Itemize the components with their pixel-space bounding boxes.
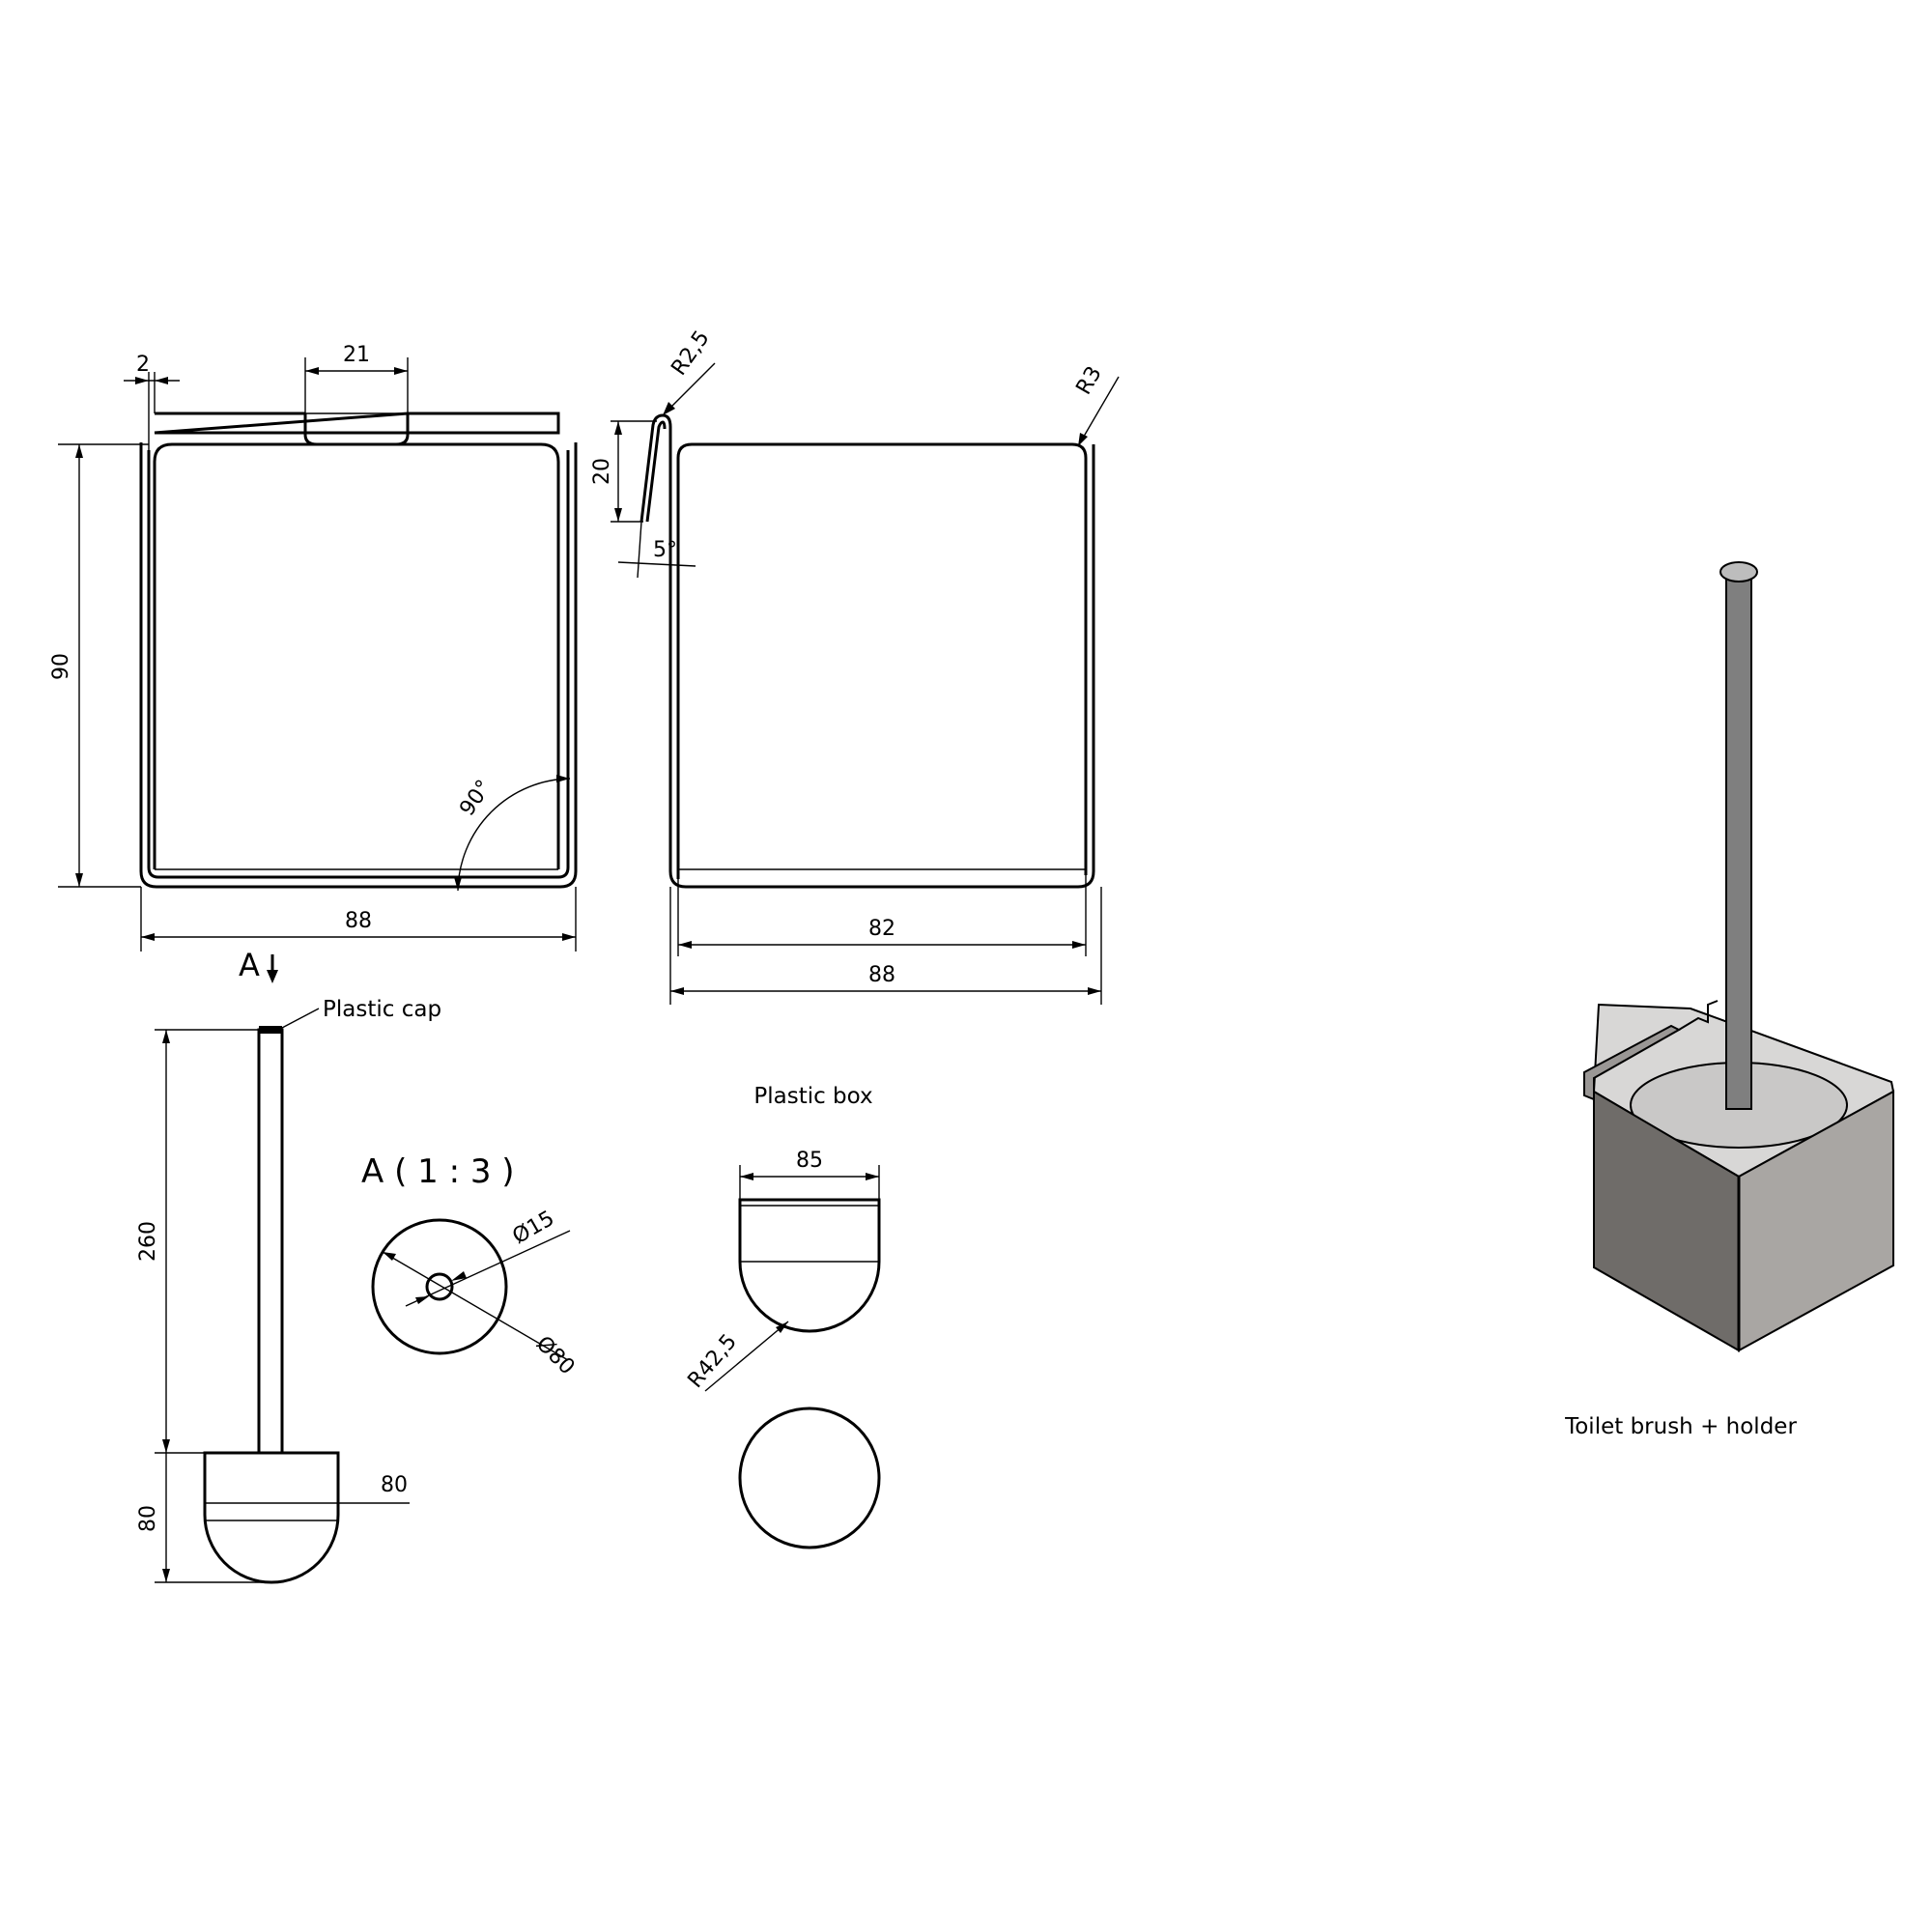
- side-angle-ext: [637, 521, 642, 579]
- side-dim-inner-width: 82: [868, 917, 895, 941]
- brush-dim260-arrow-a: [162, 1030, 170, 1043]
- brush-head: [203, 1451, 340, 1584]
- detail-dim80-line: [382, 1251, 569, 1361]
- plastic-box: Plastic box 85 R42,5: [683, 1084, 881, 1549]
- front-angle-arrow-b: [556, 775, 570, 782]
- plastic-box-title: Plastic box: [753, 1084, 872, 1109]
- side-hook: [639, 413, 1095, 889]
- front-dim21-arrow-a: [305, 367, 319, 375]
- plastic-dim-width: 85: [796, 1149, 823, 1173]
- side-dim-hook-angle: 5°: [653, 538, 677, 562]
- front-dim-thickness: 2: [136, 353, 150, 377]
- side-view: R2,5 20 5° R3 82 88: [590, 327, 1120, 1005]
- section-marker: A: [239, 947, 260, 983]
- detail-title: A ( 1 : 3 ): [361, 1152, 515, 1191]
- side-dim82-arrow-a: [678, 941, 692, 949]
- brush-dim-handle-length: 260: [136, 1221, 160, 1262]
- iso-view: Toilet brush + holder: [1564, 561, 1895, 1439]
- side-r25-arrow: [663, 402, 675, 415]
- front-dim88-arrow-b: [562, 933, 576, 941]
- detail-dim-hole-diameter: Ø15: [509, 1207, 559, 1249]
- front-view: 2 21 90 88 90° A: [49, 343, 578, 983]
- side-dim82-arrow-b: [1072, 941, 1086, 949]
- front-dim-tab-width: 21: [343, 343, 370, 367]
- front-outer-outline: [139, 442, 578, 889]
- side-angle-line: [617, 561, 696, 567]
- iso-caption: Toilet brush + holder: [1564, 1414, 1797, 1439]
- side-dim-hook-length: 20: [590, 458, 614, 485]
- plastic-dim-radius: R42,5: [683, 1330, 741, 1393]
- brush-dim260-arrow-b: [162, 1439, 170, 1453]
- plastic-dim85-arrow-a: [740, 1173, 753, 1180]
- front-dim21-arrow-b: [394, 367, 408, 375]
- front-dim90-arrow-b: [75, 873, 83, 887]
- detail-hole-circle: [425, 1272, 454, 1301]
- side-hook-inner: [645, 420, 667, 523]
- detail-dim15-line: [405, 1230, 571, 1307]
- brush-dim80v-arrow: [162, 1569, 170, 1582]
- brush-handle: [257, 1028, 284, 1455]
- iso-rod-cap: [1719, 561, 1758, 582]
- brush-view: Plastic cap 260 80 80: [136, 997, 441, 1584]
- detail-dim80-arrow: [383, 1252, 396, 1261]
- section-arrow-icon: [267, 970, 278, 983]
- side-back-plate: [676, 442, 1088, 879]
- plastic-box-top-view: [738, 1406, 881, 1549]
- front-top-rail: [154, 412, 560, 435]
- front-dim88-arrow-a: [141, 933, 155, 941]
- side-dim-outer-width: 88: [868, 963, 895, 987]
- brush-cap-label: Plastic cap: [323, 997, 441, 1022]
- side-dim-corner-radius: R3: [1072, 362, 1107, 399]
- side-dim88-arrow-a: [670, 987, 684, 995]
- side-dim20-arrow-a: [614, 421, 622, 435]
- side-dim88-arrow-b: [1088, 987, 1101, 995]
- front-dim-angle: 90°: [455, 776, 497, 820]
- front-tab: [303, 413, 410, 446]
- side-dim-bend-radius: R2,5: [667, 327, 714, 381]
- iso-rod: [1725, 571, 1752, 1110]
- side-r3-leader: [1077, 376, 1120, 447]
- detail-outer-circle: [371, 1218, 508, 1355]
- front-dim2-arrow-a: [135, 377, 149, 384]
- detail-a: A ( 1 : 3 ) Ø80 Ø15: [361, 1152, 579, 1379]
- detail-dim15-arrow-a: [415, 1296, 429, 1304]
- front-angle-arc: [457, 778, 571, 892]
- front-angle-arrow-a: [454, 877, 462, 891]
- detail-dim-head-diameter: Ø80: [531, 1332, 580, 1380]
- detail-dim15-arrow-b: [451, 1271, 467, 1281]
- side-r3-arrow: [1078, 433, 1088, 446]
- front-dim2-arrow-b: [155, 377, 168, 384]
- front-dim-height: 90: [49, 653, 73, 680]
- plastic-dim85-arrow-b: [866, 1173, 879, 1180]
- brush-dim-head-height: 80: [136, 1505, 160, 1532]
- brush-cap-leader: [281, 1008, 320, 1029]
- front-dim90-arrow-a: [75, 444, 83, 458]
- plastic-r-arrow: [776, 1321, 788, 1333]
- iso-hook: [1583, 1024, 1682, 1101]
- brush-dim-head-width: 80: [381, 1473, 408, 1497]
- brush-cap: [259, 1026, 282, 1034]
- iso-hook-edge: [1678, 1000, 1719, 1031]
- front-inner-outline: [147, 450, 570, 879]
- plastic-box-side: [738, 1198, 881, 1333]
- front-dim-width: 88: [345, 909, 372, 933]
- side-dim20-arrow-b: [614, 508, 622, 522]
- plastic-r-leader: [704, 1321, 789, 1392]
